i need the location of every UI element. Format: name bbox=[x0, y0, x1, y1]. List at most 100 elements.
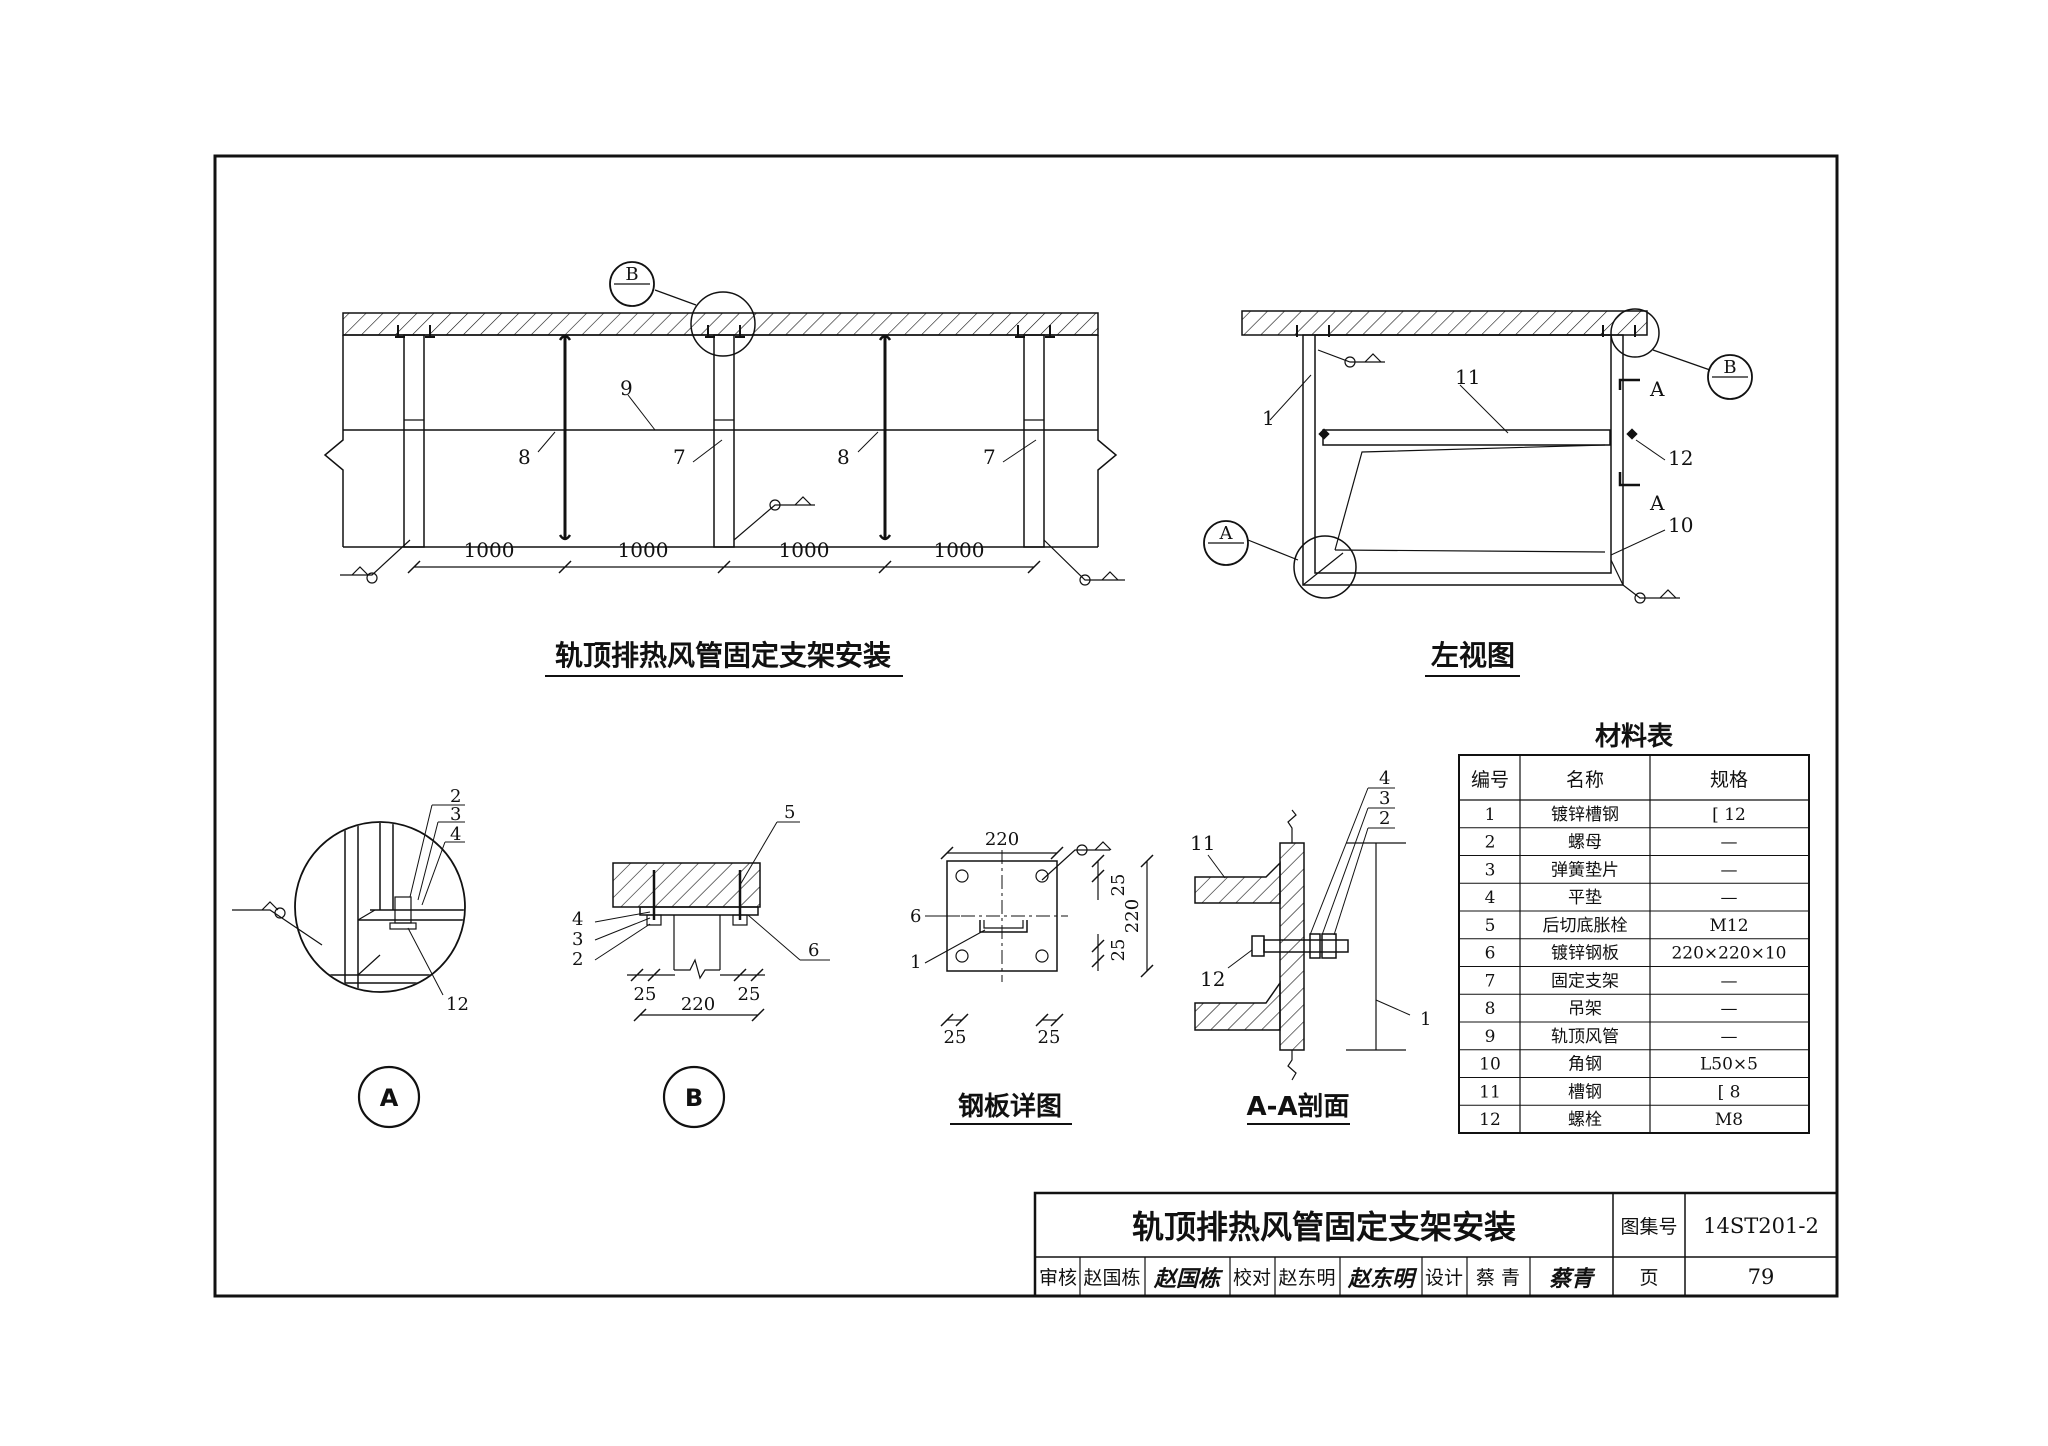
dim-span-4: 1000 bbox=[934, 538, 985, 562]
detail-b: 5 6 4 3 2 25 25 220 B bbox=[572, 802, 830, 1129]
check-label: 校对 bbox=[1233, 1267, 1271, 1289]
reviewer-name: 赵国栋 bbox=[1083, 1267, 1140, 1289]
section-label-1: 1 bbox=[1420, 1009, 1431, 1030]
detail-a-index-letter: A bbox=[1219, 523, 1234, 544]
ceiling-slab bbox=[342, 312, 1099, 336]
table-cell-no: 7 bbox=[1485, 971, 1496, 991]
table-cell-no: 3 bbox=[1485, 860, 1496, 880]
detail-a-label-12: 12 bbox=[446, 994, 469, 1015]
detail-b-marker bbox=[662, 1065, 726, 1129]
table-cell-spec: — bbox=[1721, 971, 1738, 991]
detail-a-index-symbol bbox=[1203, 520, 1249, 566]
table-cell-name: 角钢 bbox=[1568, 1055, 1602, 1075]
plate-label-1: 1 bbox=[910, 952, 921, 973]
section-label-3: 3 bbox=[1379, 788, 1390, 809]
review-label: 审核 bbox=[1039, 1267, 1077, 1289]
detail-a-title: A bbox=[380, 1084, 399, 1112]
dim-span-2: 1000 bbox=[618, 538, 669, 562]
detail-b-label-6: 6 bbox=[808, 940, 819, 961]
table-cell-name: 螺栓 bbox=[1568, 1110, 1602, 1130]
table-cell-name: 螺母 bbox=[1568, 833, 1602, 853]
label-10-left-view: 10 bbox=[1668, 513, 1693, 537]
table-cell-no: 8 bbox=[1485, 999, 1496, 1019]
designer-name: 蔡 青 bbox=[1476, 1267, 1520, 1289]
plate-dim-25-left: 25 bbox=[944, 1027, 967, 1048]
table-row: 7 固定支架 — bbox=[1485, 971, 1738, 991]
table-cell-spec: — bbox=[1721, 1027, 1738, 1047]
left-view-slab bbox=[1241, 310, 1648, 336]
checker-signature: 赵东明 bbox=[1347, 1266, 1418, 1292]
table-cell-no: 11 bbox=[1479, 1082, 1501, 1102]
table-cell-no: 12 bbox=[1479, 1110, 1501, 1130]
detail-b-label-3: 3 bbox=[572, 929, 583, 950]
left-view-title: 左视图 bbox=[1431, 639, 1515, 672]
main-view-title: 轨顶排热风管固定支架安装 bbox=[555, 639, 891, 672]
atlas-label: 图集号 bbox=[1620, 1216, 1677, 1238]
detail-b-index-symbol bbox=[609, 261, 655, 307]
atlas-number: 14ST201-2 bbox=[1703, 1214, 1819, 1238]
main-elevation: B 8 9 7 8 7 1000 1000 1000 10 bbox=[323, 261, 1125, 677]
section-mark-a-top: A bbox=[1649, 377, 1665, 401]
section-label-11: 11 bbox=[1190, 831, 1215, 855]
steel-plate-detail: 220 220 25 25 25 25 6 1 bbox=[910, 829, 1154, 1125]
table-cell-spec: [ 8 bbox=[1718, 1082, 1741, 1102]
table-cell-spec: — bbox=[1721, 999, 1738, 1019]
table-cell-name: 轨顶风管 bbox=[1551, 1027, 1619, 1047]
table-cell-no: 9 bbox=[1485, 1027, 1496, 1047]
left-view: A A B A 1 11 12 10 左视图 bbox=[1203, 308, 1753, 677]
table-cell-name: 固定支架 bbox=[1551, 971, 1619, 991]
table-header-name: 名称 bbox=[1566, 769, 1604, 791]
detail-a: 2 3 4 12 A bbox=[232, 786, 469, 1129]
detail-a-callout-left-view bbox=[1293, 535, 1357, 599]
label-12-left-view: 12 bbox=[1668, 446, 1693, 470]
section-mark-a-bottom: A bbox=[1649, 491, 1665, 515]
table-cell-no: 4 bbox=[1485, 888, 1496, 908]
section-label-4: 4 bbox=[1379, 768, 1390, 789]
section-title: A-A剖面 bbox=[1246, 1091, 1349, 1122]
plate-dim-25-top: 25 bbox=[1108, 874, 1129, 897]
detail-a-marker bbox=[357, 1065, 421, 1129]
table-cell-no: 5 bbox=[1485, 916, 1496, 936]
table-cell-no: 2 bbox=[1485, 833, 1496, 853]
detail-b-slab bbox=[612, 862, 761, 908]
channel-bottom-flange bbox=[1194, 980, 1281, 1031]
table-cell-no: 6 bbox=[1485, 944, 1496, 964]
detail-b-index-letter-left: B bbox=[1723, 357, 1736, 378]
detail-b-title: B bbox=[685, 1084, 703, 1112]
label-7-center: 7 bbox=[673, 445, 686, 469]
label-8-left: 8 bbox=[518, 445, 531, 469]
page-number: 79 bbox=[1748, 1265, 1775, 1289]
fixed-support-right bbox=[1015, 325, 1055, 548]
hanger-right bbox=[878, 334, 892, 541]
detail-b-dim-25-right: 25 bbox=[738, 984, 761, 1005]
table-cell-name: 弹簧垫片 bbox=[1551, 860, 1619, 880]
table-cell-name: 槽钢 bbox=[1568, 1082, 1602, 1102]
table-cell-spec: — bbox=[1721, 888, 1738, 908]
hanger-left bbox=[558, 334, 572, 541]
dim-span-3: 1000 bbox=[779, 538, 830, 562]
material-table-title: 材料表 bbox=[1595, 722, 1674, 752]
dim-span-1: 1000 bbox=[464, 538, 515, 562]
checker-name: 赵东明 bbox=[1278, 1267, 1335, 1289]
plate-detail-title: 钢板详图 bbox=[958, 1091, 1062, 1122]
designer-signature: 蔡青 bbox=[1549, 1266, 1596, 1292]
table-cell-spec: [ 12 bbox=[1712, 805, 1746, 825]
table-cell-spec: — bbox=[1721, 860, 1738, 880]
table-cell-name: 镀锌槽钢 bbox=[1551, 805, 1619, 825]
page-label: 页 bbox=[1639, 1267, 1658, 1289]
design-label: 设计 bbox=[1425, 1267, 1463, 1289]
table-cell-no: 10 bbox=[1479, 1055, 1501, 1075]
table-cell-spec: M12 bbox=[1709, 916, 1748, 936]
plate-label-6: 6 bbox=[910, 906, 921, 927]
detail-b-index-letter: B bbox=[625, 264, 638, 285]
label-7-right: 7 bbox=[983, 445, 996, 469]
detail-b-callout-circle bbox=[690, 291, 756, 357]
plate-dim-25-bottom: 25 bbox=[1108, 939, 1129, 962]
